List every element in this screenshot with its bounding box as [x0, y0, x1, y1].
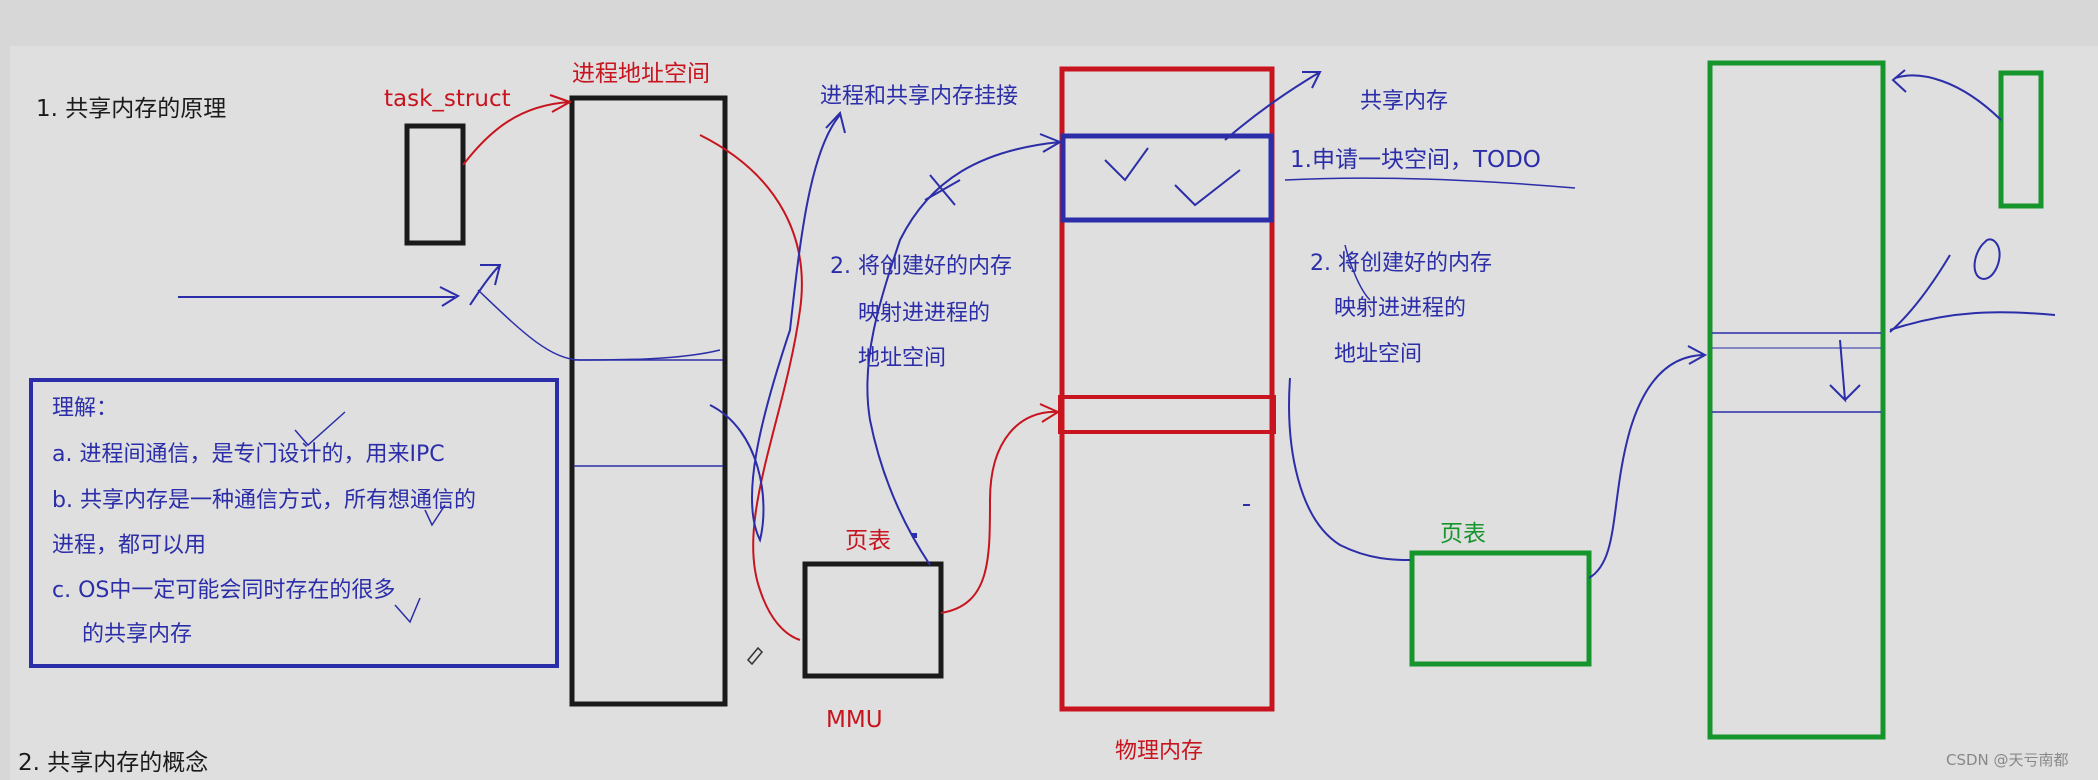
process-address-space-box [569, 95, 728, 707]
blue-arrowhead-incoming [439, 286, 461, 307]
step2-left-line3: 地址空间 [858, 346, 947, 371]
second-address-space-box [1707, 60, 1886, 740]
physical-memory-box [1059, 66, 1275, 712]
blue-squiggle-left [469, 264, 502, 306]
section1-heading: 1. 共享内存的原理 [36, 96, 227, 122]
page-table-label-green: 页表 [1440, 521, 1486, 547]
step2-right-line3: 地址空间 [1334, 342, 1423, 367]
mmu-label: MMU [826, 707, 883, 733]
step2-right-line1: 2. 将创建好的内存 [1310, 251, 1492, 276]
blue-check-2 [1174, 169, 1241, 207]
understanding-title: 理解： [52, 396, 119, 421]
red-arrowhead-2 [1039, 403, 1061, 423]
blue-dot [912, 533, 917, 538]
physical-memory-block [1058, 395, 1276, 434]
blue-arrowhead-step2-left [1039, 133, 1063, 153]
understanding-item-b: b. 共享内存是一种通信方式，所有想通信的 [52, 488, 476, 513]
blue-check-1 [1104, 147, 1149, 182]
blue-arrow-right-incoming [1889, 311, 2056, 331]
blue-arrowhead-attach [825, 110, 846, 134]
task-struct-box [404, 123, 466, 246]
page-table-label-red: 页表 [845, 528, 891, 554]
blue-arrow-curve-up [1889, 254, 1951, 333]
whiteboard [10, 46, 2098, 780]
blue-todo-underline [1284, 177, 1576, 189]
blue-check-understanding-1 [294, 411, 346, 447]
blue-curve-step2-left [866, 141, 1061, 566]
blue-curve-to-attach [709, 114, 841, 543]
red-arrowhead-1 [549, 94, 573, 113]
blue-cross-mark [924, 174, 961, 206]
red-arrow-task-to-space [462, 101, 571, 166]
step2-left-line1: 2. 将创建好的内存 [830, 254, 1012, 279]
red-arrow-mmu-to-memory [940, 410, 1059, 614]
blue-arrowhead-task2 [1891, 69, 1907, 93]
blue-oval-zero [1973, 238, 2001, 280]
step2-left-line2: 映射进进程的 [858, 301, 991, 326]
blue-arrow-task2-to-space [1894, 74, 2002, 121]
green-page-table-box [1409, 550, 1592, 667]
understanding-item-c: c. OS中一定可能会同时存在的很多 [52, 578, 396, 603]
shared-memory-region [1060, 133, 1274, 223]
blue-scribble-step2-right [1344, 244, 1371, 301]
blue-arrowhead-space [1687, 345, 1708, 365]
understanding-box [29, 378, 559, 668]
blue-arrowhead-shared [1302, 71, 1322, 89]
mmu-page-table-box [802, 561, 944, 679]
red-curve-space-to-mmu [699, 134, 803, 641]
step1-label: 1.申请一块空间，TODO [1290, 147, 1541, 173]
shared-memory-label: 共享内存 [1360, 89, 1449, 114]
process-attach-label: 进程和共享内存挂接 [820, 84, 1019, 109]
blue-check-understanding-3 [394, 597, 421, 624]
step2-right-line2: 映射进进程的 [1334, 296, 1467, 321]
blue-curve-step2-right [1288, 377, 1411, 561]
watermark: CSDN @天亏南都 [1946, 751, 2069, 769]
understanding-item-b-cont: 进程，都可以用 [52, 533, 207, 558]
task-struct-label: task_struct [384, 86, 511, 112]
blue-curve-space-upper [477, 289, 721, 361]
section2-heading: 2. 共享内存的概念 [18, 750, 209, 776]
physical-memory-label: 物理内存 [1115, 739, 1204, 764]
understanding-item-a: a. 进程间通信，是专门设计的，用来IPC [52, 442, 445, 467]
blue-check-understanding-2 [424, 504, 446, 527]
pencil-cursor-icon [746, 646, 764, 666]
blue-curve-pagetable-to-space [1588, 354, 1706, 579]
second-task-struct-box [1998, 70, 2044, 209]
process-address-space-label: 进程地址空间 [572, 61, 710, 87]
blue-arrow-to-shared-label [1224, 71, 1321, 141]
blue-down-tick [1829, 339, 1861, 403]
understanding-item-c-cont: 的共享内存 [82, 622, 193, 647]
